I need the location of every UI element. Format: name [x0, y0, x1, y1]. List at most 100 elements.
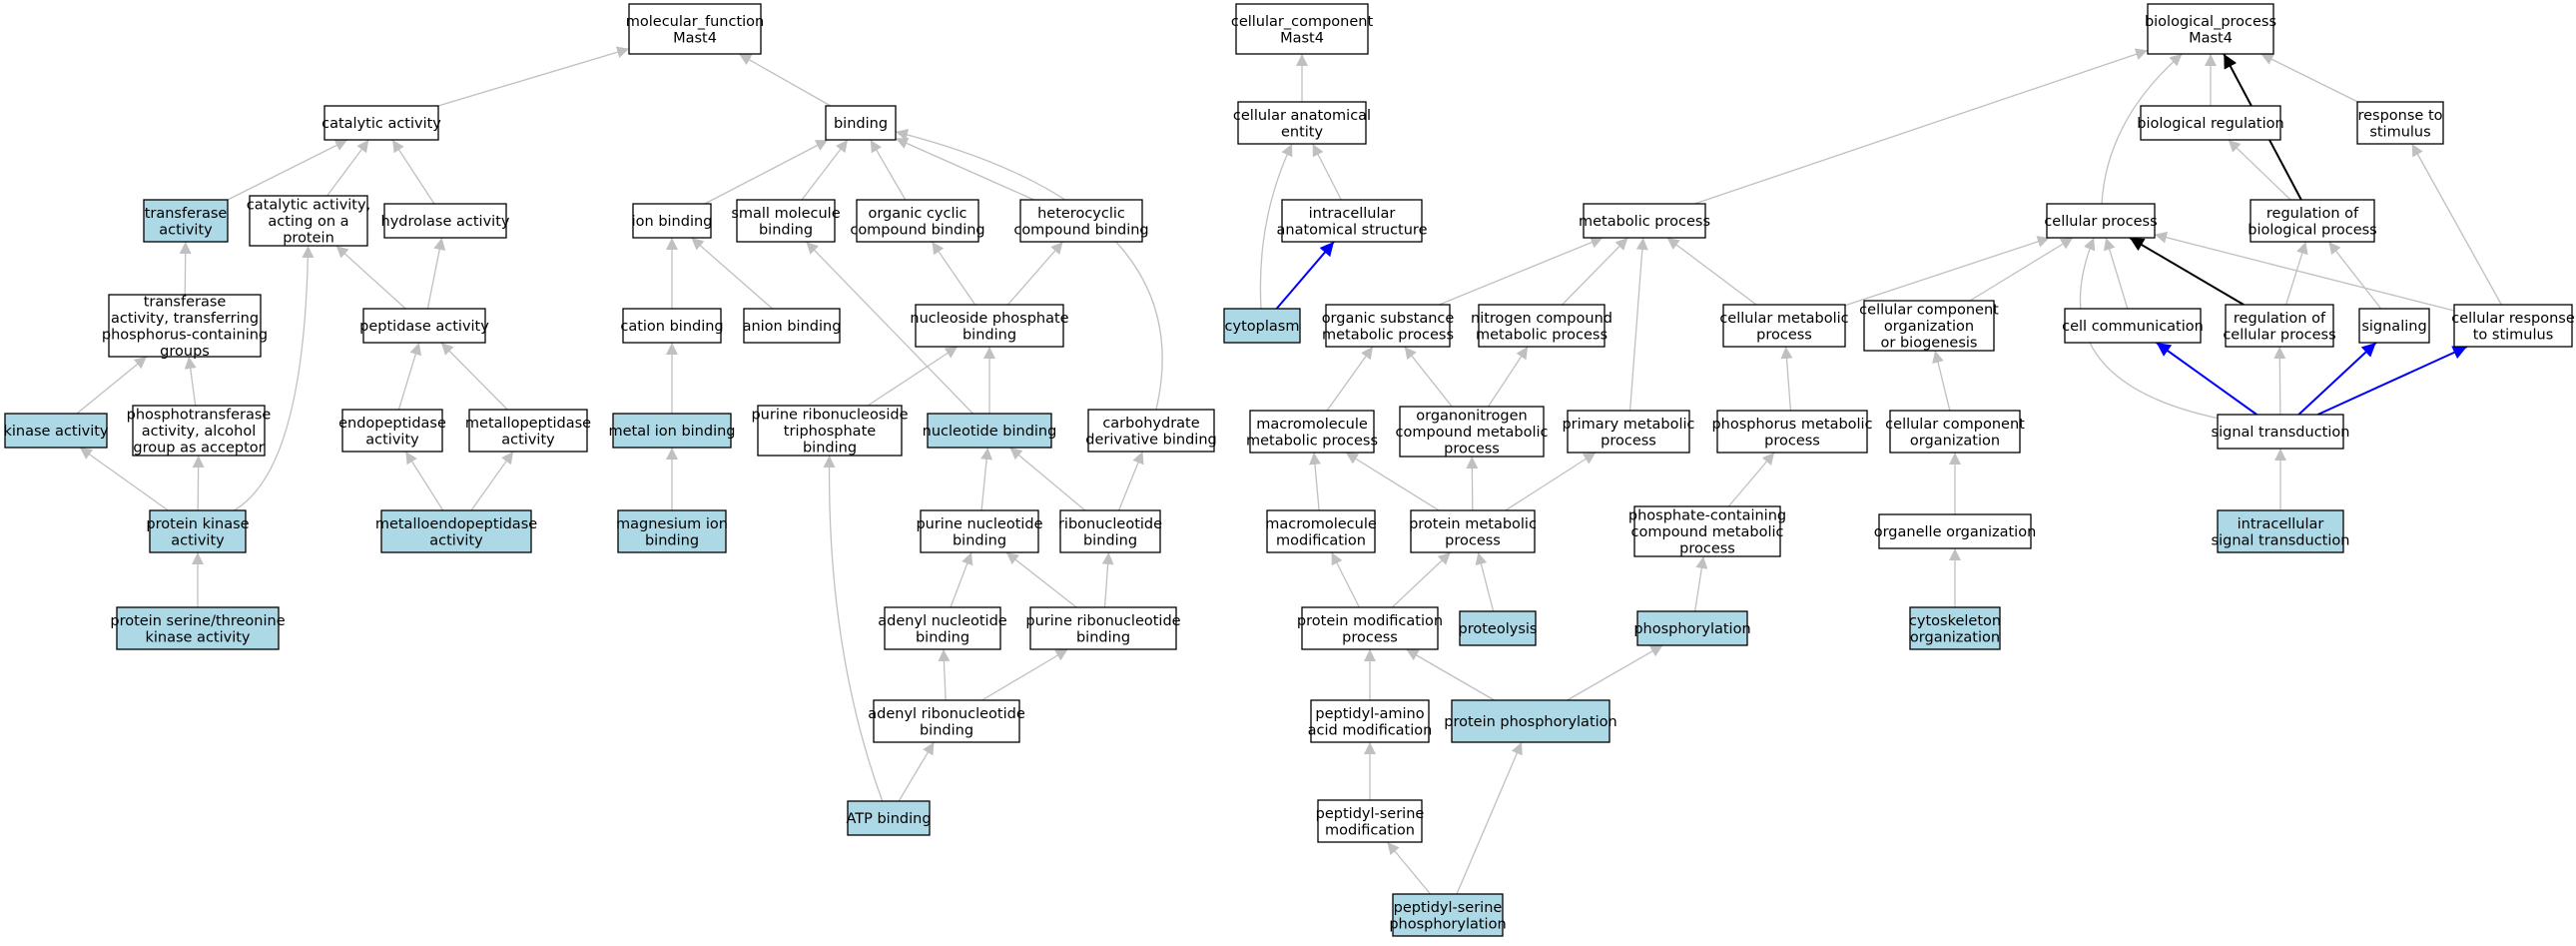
go-term-node-binding[interactable]: binding: [825, 105, 897, 141]
edge-carbohydrate-to-binding: [895, 129, 1163, 411]
node-label: to stimulus: [2473, 327, 2554, 343]
node-label: anion binding: [743, 319, 842, 335]
node-box: [1567, 410, 1690, 454]
edge-cat_protein-to-catalytic: [326, 139, 369, 197]
node-label: modification: [1276, 532, 1366, 548]
node-label: phosphorus metabolic: [1711, 417, 1872, 433]
node-label: ATP binding: [846, 811, 931, 827]
go-term-node-atp[interactable]: ATP binding: [846, 800, 932, 836]
go-term-node-phosphorylation[interactable]: phosphorylation: [1633, 610, 1751, 646]
node-label: cytoskeleton: [1909, 613, 2001, 629]
node-label: protein kinase: [146, 516, 249, 532]
node-label: Mast4: [1280, 30, 1324, 46]
go-term-node-peptidase[interactable]: peptidase activity: [359, 308, 489, 344]
go-term-node-hydrolase[interactable]: hydrolase activity: [381, 203, 510, 239]
go-term-node-catalytic[interactable]: catalytic activity: [322, 105, 441, 141]
node-box: [2046, 203, 2156, 239]
go-term-node-bio_reg[interactable]: biological regulation: [2137, 105, 2284, 141]
edge-protein_kinase-to-kinase: [79, 447, 169, 511]
node-box: [1878, 513, 2032, 549]
node-label: derivative binding: [1085, 432, 1216, 448]
go-term-node-nucleotide[interactable]: nucleotide binding: [923, 413, 1057, 449]
node-box: [632, 203, 712, 239]
edge-protein_kinase-to-cat_protein: [233, 245, 315, 511]
edge-peptidyl_ser_phos-to-prot_phos: [1456, 741, 1523, 895]
go-term-node-proteolysis[interactable]: proteolysis: [1459, 610, 1538, 646]
go-term-node-cation[interactable]: cation binding: [620, 308, 724, 344]
go-term-node-metal_ion[interactable]: metal ion binding: [608, 413, 736, 449]
node-label: anatomical structure: [1277, 222, 1428, 238]
edge-adenyl_ribo-to-pur_ribonuc: [981, 648, 1068, 701]
go-term-node-signaling[interactable]: signaling: [2358, 308, 2430, 344]
node-box: [2064, 308, 2202, 344]
go-term-node-cell_comm[interactable]: cell communication: [2062, 308, 2204, 344]
node-box: [383, 203, 507, 239]
node-label: macromolecule: [1265, 516, 1377, 532]
go-term-node-kinase[interactable]: kinase activity: [3, 413, 109, 449]
node-label: small molecule: [731, 206, 840, 222]
node-box: [1889, 410, 2021, 454]
go-term-node-prot_phos[interactable]: protein phosphorylation: [1444, 699, 1617, 743]
node-label: compound metabolic: [1631, 524, 1784, 540]
go-term-node-cytoplasm[interactable]: cytoplasm: [1223, 308, 1301, 344]
go-term-node-anion[interactable]: anion binding: [743, 308, 842, 344]
node-label: cell communication: [2062, 319, 2204, 335]
go-term-node-metabolic[interactable]: metabolic process: [1579, 203, 1710, 239]
edge-sig_trans-to-cellular_process: [2079, 237, 2219, 420]
go-term-node-organelle[interactable]: organelle organization: [1874, 513, 2037, 549]
node-label: acid modification: [1308, 722, 1433, 738]
go-term-node-cellular_process[interactable]: cellular process: [2044, 203, 2158, 239]
node-box: [1029, 606, 1177, 650]
go-term-node-sig_trans[interactable]: signal transduction: [2212, 414, 2350, 450]
go-term-node-ion_binding[interactable]: ion binding: [632, 203, 713, 239]
